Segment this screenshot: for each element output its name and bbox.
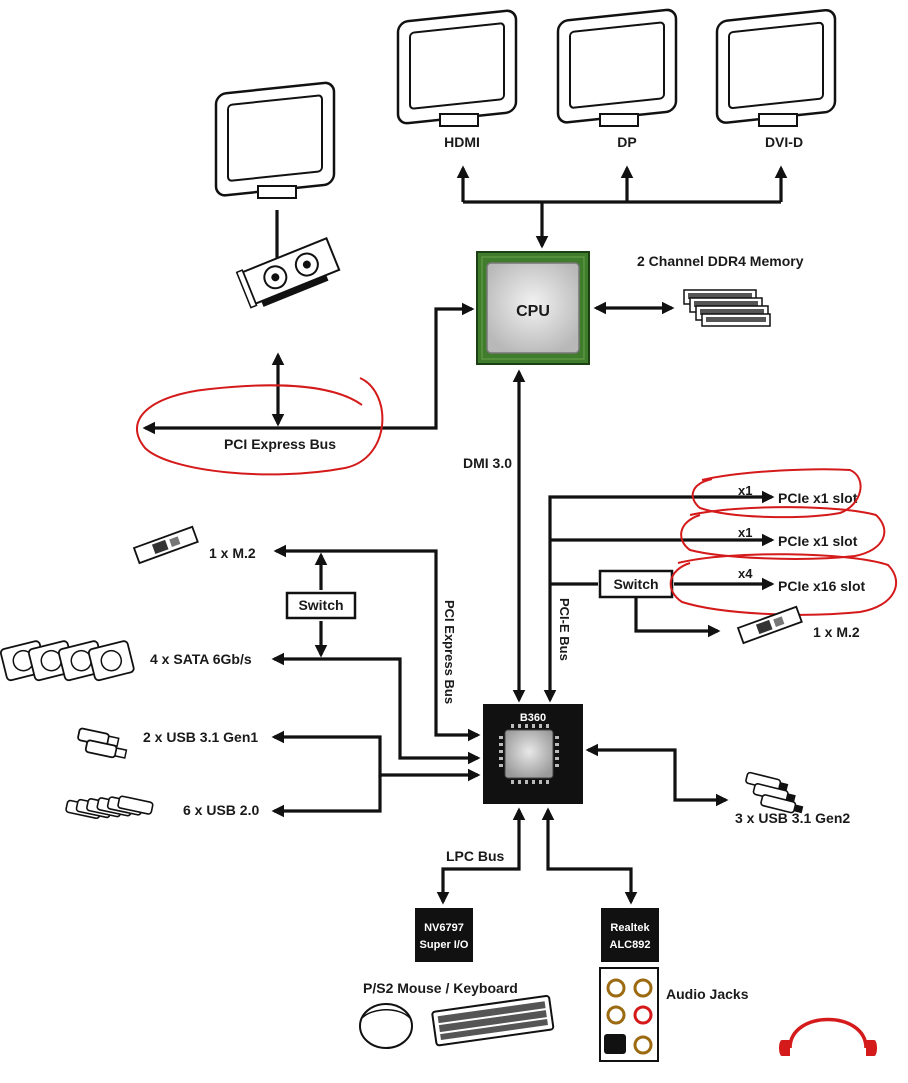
left-m2-label: 1 x M.2 xyxy=(209,545,256,561)
monitor-dvid xyxy=(715,8,837,127)
audio-jacks-label: Audio Jacks xyxy=(666,986,749,1002)
mouse-icon xyxy=(359,1003,413,1049)
right-m2-label: 1 x M.2 xyxy=(813,624,860,640)
left-switch-label: Switch xyxy=(298,597,343,613)
left-pcie-bus-label: PCI Express Bus xyxy=(442,600,457,704)
bottom-lines xyxy=(436,807,638,905)
usb-gen2-link xyxy=(585,743,729,807)
superio-chip: NV6797 Super I/O xyxy=(415,908,473,962)
usb20-icon xyxy=(65,795,154,820)
sata-drives-icon xyxy=(0,640,135,682)
usb20-label: 6 x USB 2.0 xyxy=(183,802,259,818)
annotation-circle-slot1 xyxy=(691,468,862,519)
cpu-pcie-bus-lines xyxy=(142,302,475,435)
m2-drive-icon-right xyxy=(736,605,803,645)
slot2-lane: x1 xyxy=(738,525,752,540)
dvid-label: DVI-D xyxy=(765,134,803,150)
keyboard-icon xyxy=(431,994,555,1047)
m2-drive-icon-left xyxy=(132,525,199,565)
monitor-dp xyxy=(556,8,678,127)
slot1-lane: x1 xyxy=(738,483,752,498)
usb31-gen1-label: 2 x USB 3.1 Gen1 xyxy=(143,729,258,745)
ps2-label: P/S2 Mouse / Keyboard xyxy=(363,980,518,996)
chipset-label: B360 xyxy=(520,712,546,724)
dmi-label: DMI 3.0 xyxy=(463,455,512,471)
audio-codec-chip: Realtek ALC892 xyxy=(601,908,659,962)
slot1-label: PCIe x1 slot xyxy=(778,490,858,506)
audio-chip-line1: Realtek xyxy=(610,922,650,934)
hdmi-label: HDMI xyxy=(444,134,480,150)
usb31-gen2-label: 3 x USB 3.1 Gen2 xyxy=(735,810,850,826)
slot2-label: PCIe x1 slot xyxy=(778,533,858,549)
slot3-lane: x4 xyxy=(738,566,753,581)
annotation-circle-slot2 xyxy=(680,506,886,560)
sata-label: 4 x SATA 6Gb/s xyxy=(150,651,252,667)
usb31-gen2-icon xyxy=(745,771,804,814)
lpc-bus-label: LPC Bus xyxy=(446,848,505,864)
chipset-b360: B360 xyxy=(483,704,583,804)
superio-line2: Super I/O xyxy=(420,939,469,951)
headphones-logo xyxy=(779,1017,877,1056)
cpu-label: CPU xyxy=(516,303,550,320)
right-pcie-bus-label: PCI-E Bus xyxy=(557,598,572,661)
audio-jacks-icon xyxy=(599,967,659,1062)
annotation-circle-slot3 xyxy=(669,553,898,616)
audio-chip-line2: ALC892 xyxy=(610,939,651,951)
superio-line1: NV6797 xyxy=(424,922,464,934)
display-output-lines xyxy=(456,165,788,249)
memory-modules-icon xyxy=(683,289,771,327)
cpu-chip: CPU xyxy=(476,251,590,365)
dp-label: DP xyxy=(617,134,636,150)
annotation-circle-pcie-bus xyxy=(136,377,384,476)
left-chipset-lines xyxy=(271,544,481,818)
right-switch-label: Switch xyxy=(613,576,658,592)
right-chipset-lines xyxy=(543,490,775,703)
monitor-gpu-output xyxy=(214,81,336,199)
slot3-label: PCIe x16 slot xyxy=(778,578,865,594)
monitor-hdmi xyxy=(396,9,518,127)
graphics-card-icon xyxy=(235,236,341,309)
pcie-bus-label: PCI Express Bus xyxy=(224,436,336,452)
right-switch-box xyxy=(598,569,674,599)
memory-label: 2 Channel DDR4 Memory xyxy=(637,253,804,269)
usb31-gen1-icon xyxy=(77,727,128,759)
